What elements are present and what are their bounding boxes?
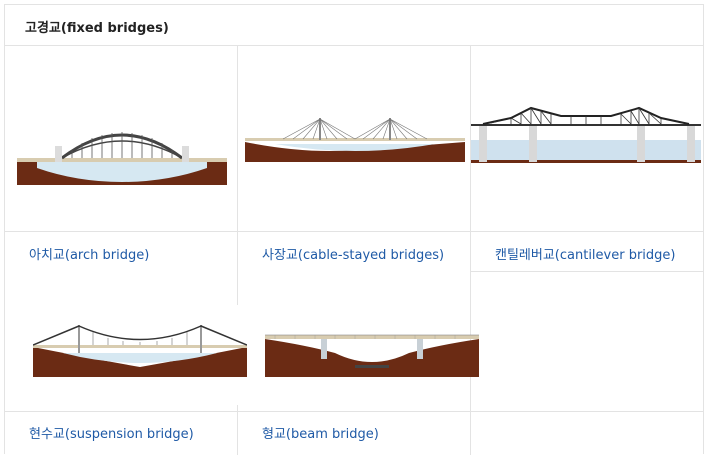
grid-divider (237, 405, 238, 455)
panel-header: 고경교(fixed bridges) (5, 5, 703, 46)
bridge-card-cantilever[interactable]: 캔틸레버교(cantilever bridge) (471, 46, 703, 271)
bridge-card-cable-stayed[interactable]: 사장교(cable-stayed bridges) (238, 46, 470, 271)
bridge-label-arch[interactable]: 아치교(arch bridge) (29, 248, 150, 263)
bridge-label-suspension[interactable]: 현수교(suspension bridge) (29, 427, 194, 442)
bridge-label-cantilever[interactable]: 캔틸레버교(cantilever bridge) (495, 248, 676, 263)
bridge-label-beam[interactable]: 형교(beam bridge) (262, 427, 379, 442)
bridge-card-arch[interactable]: 아치교(arch bridge) (5, 46, 237, 271)
grid-divider (5, 231, 703, 232)
grid-divider (470, 271, 703, 272)
suspension-bridge-illustration (33, 325, 247, 377)
bridge-card-suspension[interactable]: 현수교(suspension bridge) (5, 271, 247, 442)
beam-bridge-illustration (265, 334, 479, 377)
grid-divider (5, 411, 703, 412)
bridge-card-beam[interactable]: 형교(beam bridge) (238, 271, 479, 442)
cantilever-bridge-illustration (471, 106, 701, 163)
grid-divider (237, 46, 238, 305)
fixed-bridges-panel: 고경교(fixed bridges) 아치교(arch bridge) (4, 4, 704, 455)
panel-title: 고경교(fixed bridges) (25, 21, 169, 36)
grid-divider (470, 46, 471, 455)
cable-stayed-bridge-illustration (245, 118, 465, 162)
bridge-label-cable-stayed[interactable]: 사장교(cable-stayed bridges) (262, 248, 445, 263)
arch-bridge-illustration (17, 132, 227, 185)
